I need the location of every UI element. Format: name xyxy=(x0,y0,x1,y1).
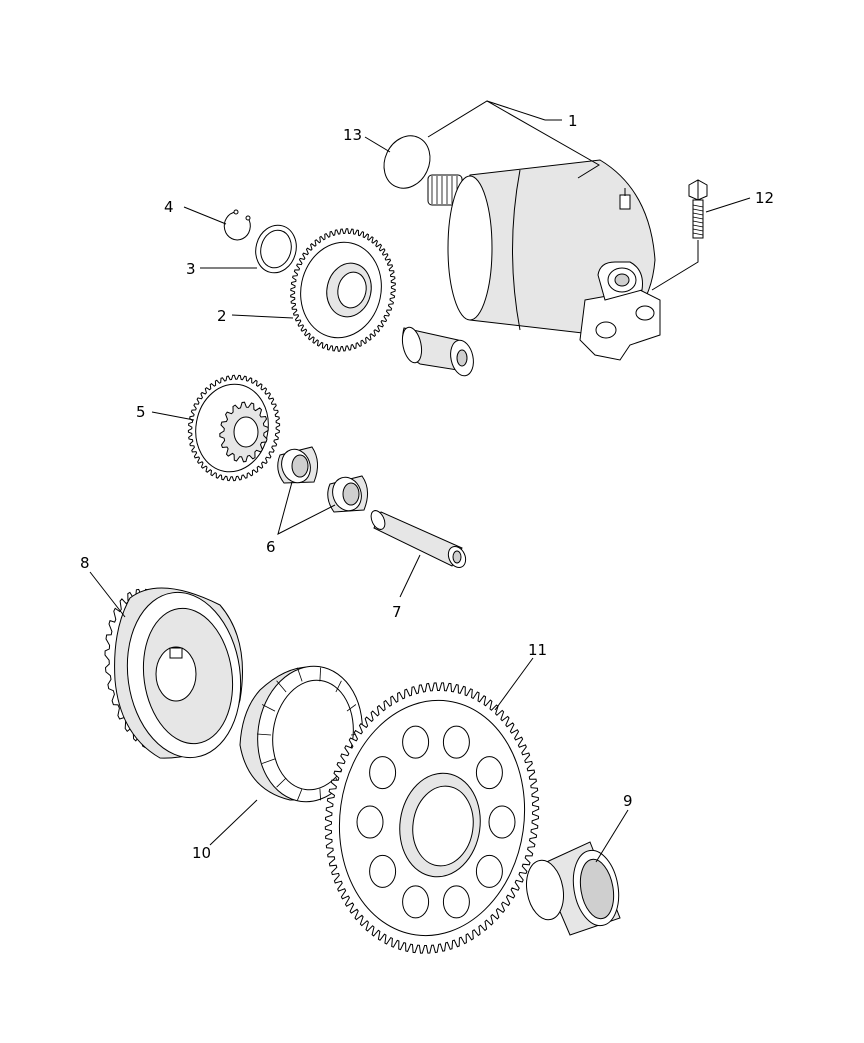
part-9-bush xyxy=(526,841,621,936)
callout-1: 1 xyxy=(568,112,578,130)
callout-3: 3 xyxy=(186,260,196,278)
callout-7: 7 xyxy=(392,603,402,621)
callout-12: 12 xyxy=(755,189,774,207)
part-2-intermediate-gear xyxy=(290,228,396,352)
part-5-double-gear xyxy=(187,374,281,482)
callout-6: 6 xyxy=(266,538,276,556)
part-7-shaft xyxy=(370,510,467,569)
callout-2: 2 xyxy=(217,307,227,325)
callout-5: 5 xyxy=(136,403,146,421)
part-12-bolt xyxy=(688,179,708,239)
part-6-needle-bearing-a xyxy=(277,446,318,484)
callout-13: 13 xyxy=(343,126,362,144)
callout-8: 8 xyxy=(80,554,90,572)
callout-11: 11 xyxy=(528,641,547,659)
sleeve-part xyxy=(401,326,474,377)
part-11-starter-driven-gear xyxy=(324,682,540,954)
callout-4: 4 xyxy=(164,198,174,216)
callout-9: 9 xyxy=(623,792,633,810)
part-13-o-ring xyxy=(383,135,431,189)
part-8-flywheel xyxy=(104,587,243,759)
leader-lines xyxy=(89,100,751,863)
callout-labels: 1 2 3 4 5 6 7 8 9 10 11 12 13 xyxy=(80,112,774,862)
callout-10: 10 xyxy=(192,844,211,862)
part-4-circlip xyxy=(223,209,251,241)
part-1-starter-motor xyxy=(427,159,661,361)
part-3-washer xyxy=(255,224,297,274)
part-10-one-way-clutch xyxy=(239,665,364,803)
part-6-needle-bearing-b xyxy=(327,475,368,513)
